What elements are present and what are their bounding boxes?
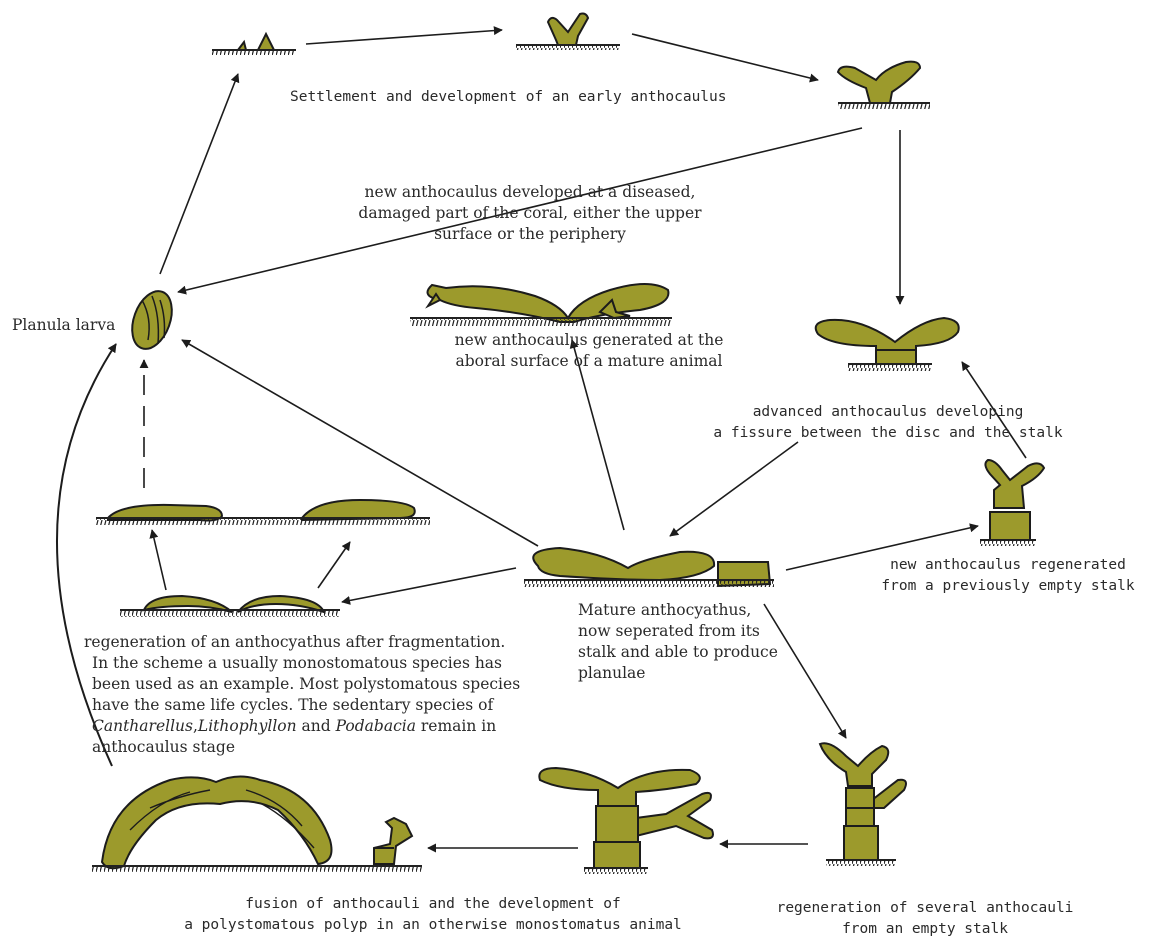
arrow-mature-to-fragments <box>342 568 516 602</box>
fragmentation-genera-line: Cantharellus,Lithophyllon and Podabacia … <box>84 716 520 737</box>
mature-anthocyathus <box>524 548 774 587</box>
fusion-arch <box>92 776 422 872</box>
arrow-settlement-1 <box>306 30 502 44</box>
polystomatous-development <box>539 768 713 874</box>
fragment-pair-lower <box>120 596 340 617</box>
fragment-pair-upper <box>96 500 430 525</box>
arrow-fragment-left <box>152 530 166 590</box>
aboral-anthocaulus <box>410 284 672 326</box>
several-anthocauli <box>820 743 906 866</box>
label-fragmentation: regeneration of an anthocyathus after fr… <box>84 632 520 758</box>
label-aboral-anthocaulus: new anthocaulus generated at the aboral … <box>444 330 734 372</box>
arrow-fragment-right <box>318 542 350 588</box>
label-diseased-anthocaulus: new anthocaulus developed at a diseased,… <box>340 182 720 245</box>
label-settlement: Settlement and development of an early a… <box>290 87 727 108</box>
planula-larva <box>125 286 179 355</box>
early-anthocaulus-3 <box>838 62 930 109</box>
early-anthocaulus-2 <box>516 14 620 51</box>
arrow-planula-to-settlement <box>160 74 238 274</box>
label-mature-anthocyathus: Mature anthocyathus, now seperated from … <box>578 600 778 684</box>
label-planula-larva: Planula larva <box>12 315 115 336</box>
label-several-anthocauli: regeneration of several anthocauli from … <box>752 898 1098 940</box>
label-fusion: fusion of anthocauli and the development… <box>140 894 726 936</box>
advanced-anthocaulus <box>816 318 959 371</box>
early-anthocaulus-1 <box>212 34 296 55</box>
label-advanced-anthocaulus: advanced anthocaulus developing a fissur… <box>666 402 1110 444</box>
regenerated-stalk-anthocaulus <box>980 460 1044 546</box>
arrow-advanced-to-mature <box>670 442 798 536</box>
arrow-settlement-2 <box>632 34 818 80</box>
label-regenerated-empty-stalk: new anthocaulus regenerated from a previ… <box>862 555 1153 597</box>
